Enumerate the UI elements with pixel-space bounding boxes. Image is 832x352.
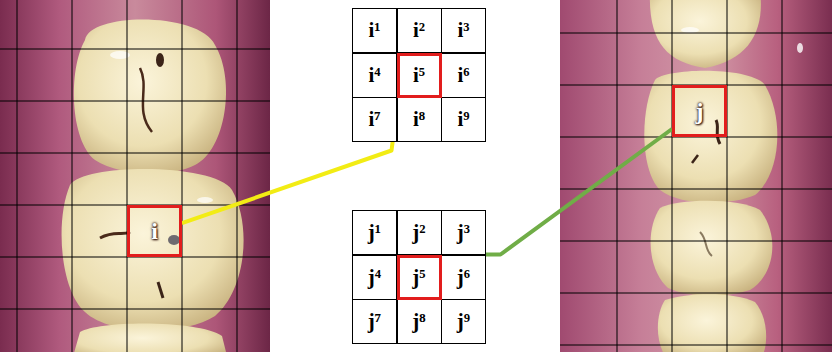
neighbour-cell: i⁴	[352, 53, 397, 98]
molar-tooth	[650, 0, 761, 68]
neighbour-cell: j⁸	[397, 299, 442, 344]
molar-tooth	[74, 20, 226, 174]
fissure	[158, 282, 163, 298]
center-cell: j⁵	[397, 255, 442, 300]
cell-label: j⁶	[457, 267, 470, 288]
patch-box: j	[672, 85, 727, 137]
cell-label: i⁹	[457, 109, 469, 130]
cell-label: j⁸	[412, 311, 425, 332]
fissure	[100, 232, 130, 238]
arrow-connector	[182, 98, 399, 224]
cell-label: j⁵	[412, 267, 425, 288]
right-photo	[560, 0, 832, 352]
molar-tooth	[651, 201, 773, 296]
grid-line	[560, 0, 832, 352]
neighbour-cell: j⁶	[441, 255, 486, 300]
patch-box: i	[127, 205, 182, 257]
cell-label: i⁶	[457, 65, 469, 86]
cell-label: j⁷	[368, 311, 381, 332]
neighbour-cell: j²	[397, 210, 442, 255]
grid-line	[0, 0, 270, 352]
fissure	[692, 155, 698, 163]
highlight	[197, 197, 213, 203]
cell-label: j³	[457, 222, 470, 243]
cell-label: i⁸	[413, 109, 425, 130]
cell-label: i	[151, 219, 158, 243]
cell-label: j⁹	[457, 311, 470, 332]
caries-spot	[168, 235, 180, 245]
cell-label: i⁷	[368, 109, 380, 130]
neighbour-cell: j¹	[352, 210, 397, 255]
cell-label: i²	[413, 20, 425, 41]
cell-label: i⁴	[368, 65, 380, 86]
neighbour-cell: i⁸	[397, 97, 442, 142]
center-cell: i⁵	[397, 53, 442, 98]
cell-label: i⁵	[413, 65, 425, 86]
left-photo	[0, 0, 270, 352]
cell-label: j	[696, 99, 704, 123]
gum-tissue	[0, 0, 270, 352]
neighbour-cell: j⁴	[352, 255, 397, 300]
cell-label: i¹	[368, 20, 380, 41]
cell-label: j¹	[368, 222, 381, 243]
fissure	[140, 68, 152, 132]
fissure	[156, 53, 164, 67]
cell-label: i³	[457, 20, 469, 41]
arrow-connector	[442, 129, 673, 255]
neighbour-cell: j⁹	[441, 299, 486, 344]
neighbour-cell: i¹	[352, 8, 397, 53]
cell-label: j⁴	[368, 267, 381, 288]
highlight	[797, 43, 803, 53]
neighbour-cell: j⁷	[352, 299, 397, 344]
neighbour-cell: i²	[397, 8, 442, 53]
neighbour-cell: j³	[441, 210, 486, 255]
highlight	[681, 27, 699, 33]
molar-tooth	[658, 294, 766, 352]
fissure	[700, 232, 712, 256]
fissure	[716, 120, 720, 144]
molar-tooth	[62, 169, 244, 330]
neighbour-cell: i³	[441, 8, 486, 53]
cell-label: j²	[412, 222, 425, 243]
molar-tooth	[72, 323, 228, 352]
neighbour-cell: i⁶	[441, 53, 486, 98]
neighbour-cell: i⁹	[441, 97, 486, 142]
neighbour-cell: i⁷	[352, 97, 397, 142]
